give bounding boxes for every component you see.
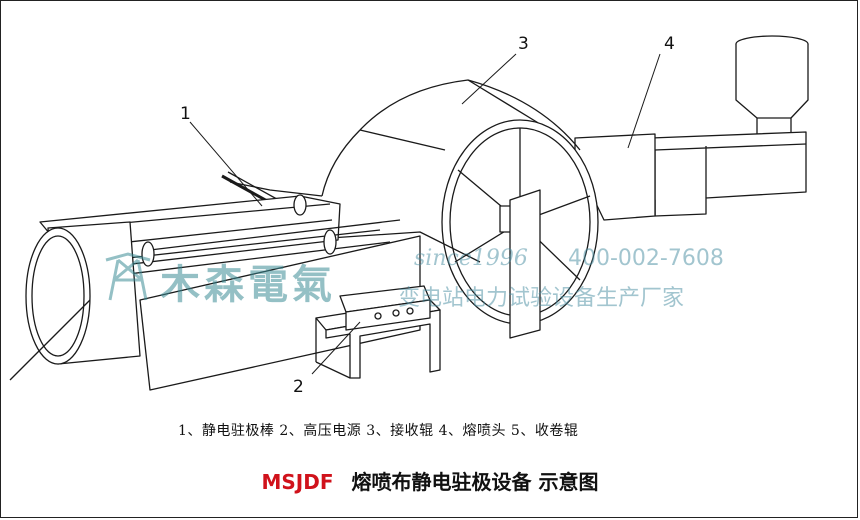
hopper (735, 35, 809, 136)
melt-blown-head (574, 131, 807, 221)
hv-power-supply (315, 285, 441, 379)
callout-leaders (189, 53, 661, 375)
callout-2: 2 (293, 377, 304, 397)
receiving-drum (321, 79, 599, 339)
callout-4: 4 (664, 34, 675, 54)
parts-legend: 1、静电驻极棒 2、高压电源 3、接收辊 4、熔喷头 5、收卷辊 (178, 423, 579, 439)
watermark-phone: 400-002-7608 (568, 246, 724, 271)
watermark-slogan: 变电站电力试验设备生产厂家 (398, 286, 685, 311)
caption-model: MSJDF (261, 470, 334, 494)
watermark-since: since1996 (414, 246, 528, 271)
callout-3: 3 (518, 34, 529, 54)
pylon-logo-icon (105, 252, 151, 301)
figure-caption: MSJDF 熔喷布静电驻极设备 示意图 (0, 466, 860, 495)
watermark-brand: 木森電氣 (160, 262, 336, 308)
callout-1: 1 (180, 104, 191, 124)
caption-title: 熔喷布静电驻极设备 示意图 (351, 470, 599, 494)
